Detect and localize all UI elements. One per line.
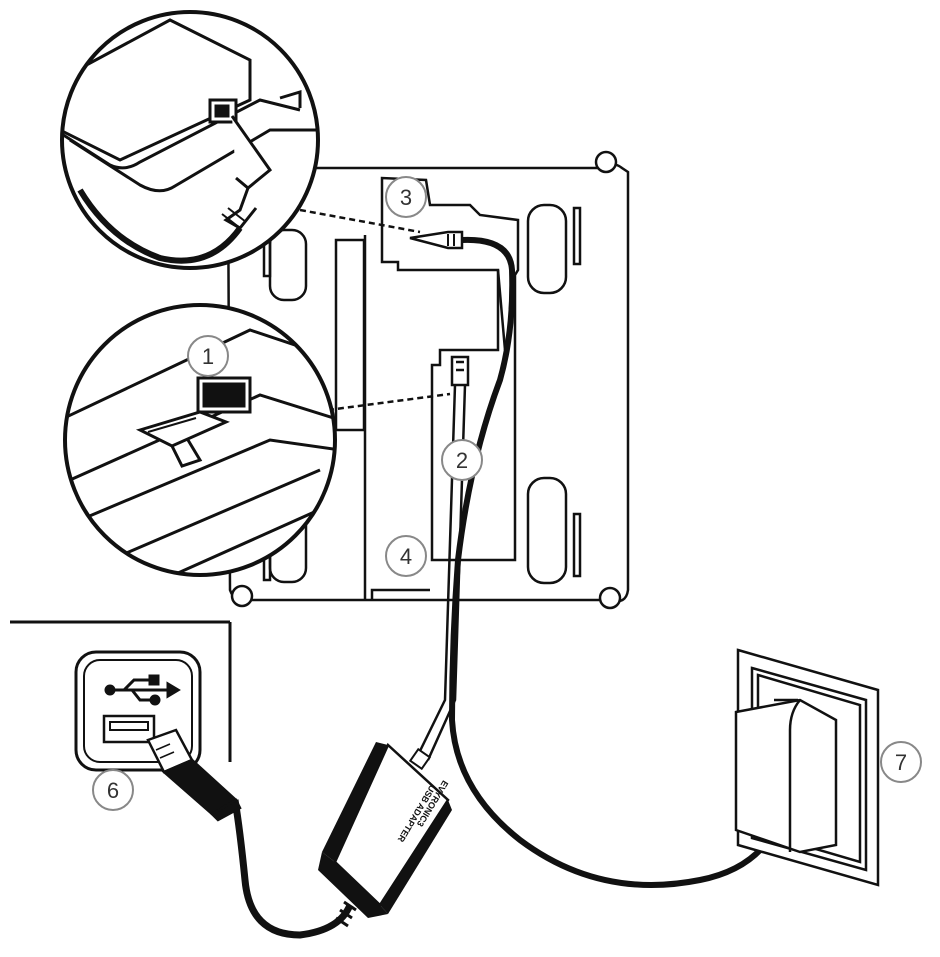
zoom-detail-power-jack bbox=[60, 10, 320, 270]
computer-usb-port-panel bbox=[10, 620, 232, 772]
usb-symbol-icon bbox=[104, 674, 181, 706]
callout-6-label: 6 bbox=[107, 778, 119, 803]
callout-6: 6 bbox=[92, 769, 134, 811]
zoom-detail-data-port bbox=[63, 303, 337, 577]
wall-outlet-power-adapter bbox=[734, 648, 880, 887]
callout-1-label: 1 bbox=[202, 344, 214, 369]
rj-data-cable bbox=[416, 355, 470, 761]
callout-2-label: 2 bbox=[456, 448, 468, 473]
usb-plug bbox=[146, 728, 242, 822]
callout-1: 1 bbox=[187, 335, 229, 377]
callout-3: 3 bbox=[385, 176, 427, 218]
callout-4-label: 4 bbox=[400, 544, 412, 569]
usb-cable bbox=[231, 799, 357, 939]
callout-7-label: 7 bbox=[895, 750, 907, 775]
callout-2: 2 bbox=[441, 439, 483, 481]
callout-7: 7 bbox=[880, 741, 922, 783]
usb-adapter-box: EVYRONIC3 USB ADAPTER bbox=[318, 742, 452, 918]
callout-4: 4 bbox=[385, 535, 427, 577]
leader-lines bbox=[299, 208, 451, 412]
callout-3-label: 3 bbox=[400, 185, 412, 210]
dc-power-cable bbox=[409, 230, 765, 888]
